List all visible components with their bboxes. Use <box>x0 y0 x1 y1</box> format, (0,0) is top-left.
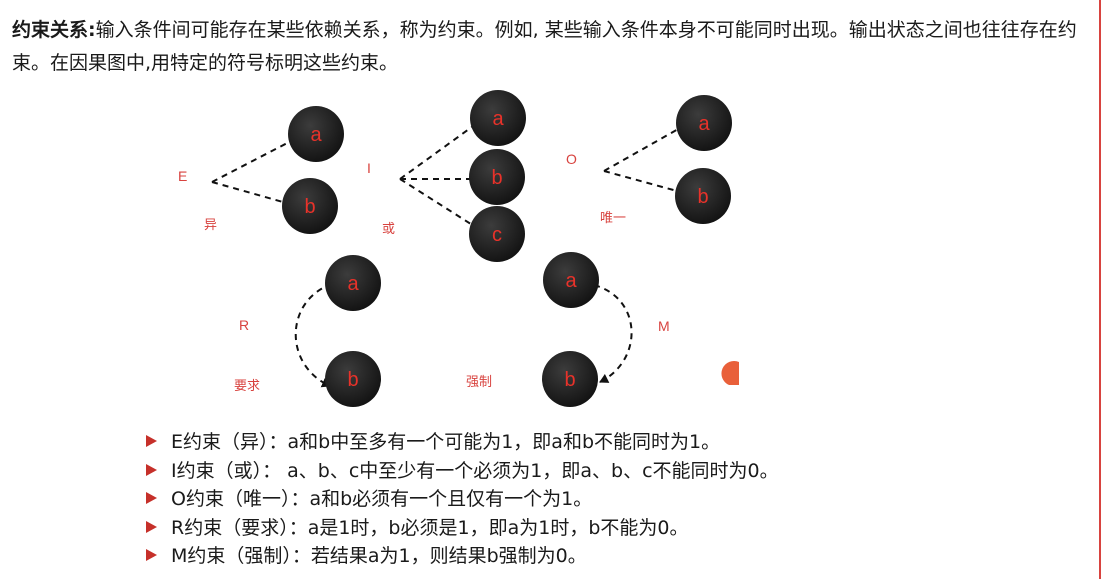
o-link-b <box>603 170 678 192</box>
r-link-arrow <box>294 283 333 388</box>
i-name: 或 <box>382 222 395 237</box>
o-node-a: a <box>676 95 732 151</box>
o-constraint: O 唯一 a b <box>566 95 732 226</box>
o-node-b: b <box>675 168 731 224</box>
rule-text: M约束（强制）：若结果a为1，则结果b强制为0。 <box>171 545 587 567</box>
rule-item: M约束（强制）：若结果a为1，则结果b强制为0。 <box>146 542 779 571</box>
i-link-c <box>399 178 475 227</box>
rule-item: E约束（异）：a和b中至多有一个可能为1，即a和b不能同时为1。 <box>146 428 779 457</box>
bullet-arrow-icon <box>146 549 157 561</box>
i-node-c-circle <box>469 206 525 262</box>
o-link-a <box>603 127 681 172</box>
intro-text: 输入条件间可能存在某些依赖关系，称为约束。例如, 某些输入条件本身不可能同时出现… <box>12 19 1077 74</box>
i-node-b: b <box>469 149 525 205</box>
rule-text: O约束（唯一）：a和b必须有一个且仅有一个为1。 <box>171 488 593 510</box>
intro-paragraph: 约束关系:输入条件间可能存在某些依赖关系，称为约束。例如, 某些输入条件本身不可… <box>12 14 1100 80</box>
o-symbol: O <box>566 151 577 167</box>
e-node-b-circle <box>282 178 338 234</box>
intro-term: 约束关系: <box>12 19 96 41</box>
m-symbol: M <box>658 318 670 334</box>
bullet-arrow-icon <box>146 492 157 504</box>
m-name: 强制 <box>466 375 492 390</box>
r-name: 要求 <box>234 379 260 394</box>
e-node-b: b <box>282 178 338 234</box>
e-node-a-label: a <box>310 124 322 146</box>
r-constraint: R 要求 a b <box>234 255 381 407</box>
m-node-a-label: a <box>565 270 577 292</box>
i-node-a-circle <box>470 90 526 146</box>
i-link-a <box>399 123 477 180</box>
i-symbol: I <box>367 160 371 176</box>
e-symbol: E <box>178 168 187 184</box>
i-node-c: c <box>469 206 525 262</box>
e-node-a: a <box>288 106 344 162</box>
r-node-a: a <box>325 255 381 311</box>
m-link-arrow <box>593 284 633 383</box>
i-node-b-circle <box>469 149 525 205</box>
decorative-shape <box>721 360 739 385</box>
r-node-b-label: b <box>347 369 358 391</box>
bullet-arrow-icon <box>146 435 157 447</box>
rule-text: E约束（异）：a和b中至多有一个可能为1，即a和b不能同时为1。 <box>171 431 721 453</box>
o-node-a-circle <box>676 95 732 151</box>
e-node-a-circle <box>288 106 344 162</box>
r-node-a-label: a <box>347 273 359 295</box>
i-node-a-label: a <box>492 108 504 130</box>
rule-item: I约束（或）： a、b、c中至少有一个必须为1，即a、b、c不能同时为0。 <box>146 457 779 486</box>
m-node-b: b <box>542 351 598 407</box>
m-node-a: a <box>543 252 599 308</box>
e-constraint: E 异 a b <box>178 106 344 234</box>
o-node-b-label: b <box>697 186 708 208</box>
slide-edge-line <box>1099 0 1101 579</box>
o-node-a-label: a <box>698 113 710 135</box>
o-node-b-circle <box>675 168 731 224</box>
r-symbol: R <box>239 317 249 333</box>
rule-text: I约束（或）： a、b、c中至少有一个必须为1，即a、b、c不能同时为0。 <box>171 459 779 482</box>
r-node-a-circle <box>325 255 381 311</box>
e-link-b <box>211 181 291 205</box>
r-node-b: b <box>325 351 381 407</box>
o-name: 唯一 <box>600 211 626 226</box>
m-node-a-circle <box>543 252 599 308</box>
m-node-b-label: b <box>564 369 575 391</box>
bullet-arrow-icon <box>146 520 157 533</box>
constraint-rules-list: E约束（异）：a和b中至多有一个可能为1，即a和b不能同时为1。 I约束（或）：… <box>146 428 779 571</box>
i-constraint: I 或 a b c <box>367 90 526 262</box>
r-node-b-circle <box>325 351 381 407</box>
rule-item: R约束（要求）：a是1时，b必须是1，即a为1时，b不能为0。 <box>146 514 779 543</box>
rule-text: R约束（要求）：a是1时，b必须是1，即a为1时，b不能为0。 <box>171 516 689 539</box>
i-node-a: a <box>470 90 526 146</box>
rule-item: O约束（唯一）：a和b必须有一个且仅有一个为1。 <box>146 485 779 514</box>
m-constraint: M 强制 a b <box>466 252 670 407</box>
bullet-arrow-icon <box>146 463 157 476</box>
e-node-b-label: b <box>304 196 315 218</box>
i-node-c-label: c <box>492 224 502 246</box>
m-node-b-circle <box>542 351 598 407</box>
e-link-a <box>211 138 296 183</box>
i-node-b-label: b <box>491 167 502 189</box>
e-name: 异 <box>204 218 217 233</box>
